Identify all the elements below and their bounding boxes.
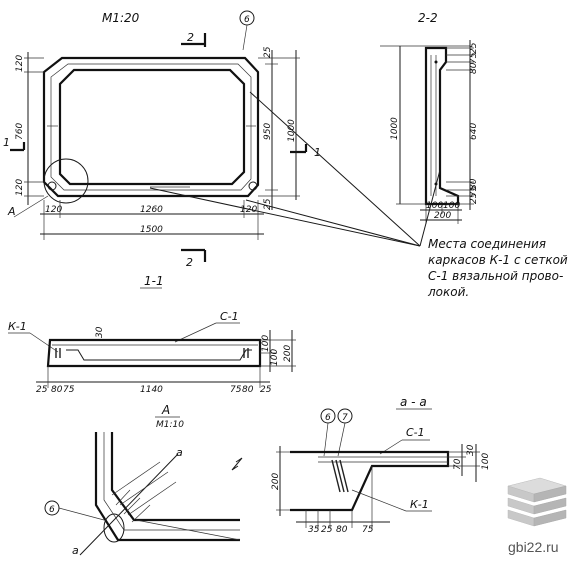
detail-a-scale: М1:10	[156, 420, 184, 430]
section-a-a-dim-b3: 75	[362, 525, 374, 535]
section-a-a-dim-70: 70	[453, 458, 463, 470]
note-line-1: Места соединения	[428, 237, 546, 251]
section-2-2-dim-80-top: 80	[469, 62, 479, 74]
plan-inner-outline	[58, 68, 246, 186]
stack-icon	[507, 477, 567, 527]
section-1-1-dim-b0: 25	[36, 385, 48, 395]
connection-note: Места соединения каркасов К-1 с сеткой С…	[149, 91, 568, 299]
detail-a-cut-top: а	[176, 446, 183, 459]
section-1-1-dim-b4: 75	[230, 385, 242, 395]
plan-dim-120-bl: 120	[45, 205, 62, 215]
detail-a-cut-bottom: а	[72, 544, 79, 557]
plan-dim-120-bottom: 120	[15, 179, 25, 196]
detail-a: А М1:10 а а 6	[44, 403, 243, 557]
section-2-2-dim-75-bot: 75	[469, 185, 479, 197]
plan-outer-outline	[42, 56, 260, 198]
weld-zone	[111, 461, 177, 523]
section-1-1-title: 1-1	[144, 274, 164, 288]
section-2-2: 2-2 1000 25 75 80 640 80 75 25 100 10	[380, 11, 479, 224]
section-2-2-outline	[424, 46, 460, 206]
plan-cut-1-left: 1	[3, 136, 10, 149]
detail-a-title: А	[161, 403, 170, 417]
section-a-a-dim-b1: 25	[321, 525, 333, 535]
section-a-a-label-k1: К-1	[410, 498, 429, 511]
section-1-1-dim-b6: 25	[260, 385, 272, 395]
section-a-a-outline	[290, 450, 450, 512]
section-2-2-dim-1000: 1000	[390, 117, 400, 140]
section-a-a-marker-7: 7	[342, 413, 348, 423]
section-1-1-dim-100a: 100	[261, 335, 271, 352]
section-2-2-dim-25-top: 25	[469, 42, 479, 54]
note-line-2: каркасов К-1 с сеткой	[428, 253, 568, 267]
plan-detail-a: А	[7, 205, 16, 218]
section-1-1-dim-200: 200	[283, 345, 293, 362]
section-2-2-title: 2-2	[418, 11, 438, 25]
section-2-2-dim-75-top: 75	[469, 52, 479, 64]
section-a-a-dim-30: 30	[466, 444, 476, 456]
section-2-2-dim-25-bot: 25	[469, 192, 479, 204]
section-a-a-dim-100: 100	[481, 453, 491, 470]
detail-a-marker-6: 6	[49, 505, 55, 515]
note-line-3: С-1 вязальной прово-	[428, 269, 563, 283]
section-a-a-dim-b2: 80	[336, 525, 348, 535]
plan-dim-950: 950	[263, 123, 273, 140]
section-2-2-dim-80-bot: 80	[469, 178, 479, 190]
section-1-1-dim-100b: 100	[270, 349, 280, 366]
watermark-logo: gbi22.ru	[507, 477, 567, 555]
section-a-a-dim-200: 200	[271, 473, 281, 490]
plan-cut-2-bottom: 2	[186, 256, 193, 269]
watermark-text: gbi22.ru	[508, 539, 559, 555]
plan-dim-1260: 1260	[140, 205, 163, 215]
section-1-1: 1-1 К-1 С-1 30 100 100 200 25 80 75 1140	[8, 274, 296, 395]
plan-scale: М1:20	[102, 11, 140, 25]
section-2-2-dim-200: 200	[434, 211, 451, 221]
section-a-a: а - а 6 7 С-1 К-1 200 30 70 100	[271, 395, 491, 535]
section-2-2-dim-100-right: 100	[443, 201, 460, 211]
section-1-1-label-c1: С-1	[220, 310, 239, 323]
section-a-a-marker-6: 6	[325, 413, 331, 423]
section-1-1-dim-30: 30	[95, 326, 105, 338]
plan-marker-6: 6	[244, 15, 250, 25]
plan-view: М1:20 6 2 А 1 1 120 76	[3, 10, 321, 269]
section-a-a-title: а - а	[400, 395, 427, 409]
plan-dim-120-br: 120	[240, 205, 257, 215]
plan-dim-25-top: 25	[263, 46, 273, 58]
section-a-a-dim-b0: 35	[308, 525, 320, 535]
plan-dim-25-bottom: 25	[263, 198, 273, 210]
section-1-1-dim-b1: 80	[51, 385, 63, 395]
plan-dim-1500: 1500	[140, 225, 163, 235]
detail-a-circle	[43, 158, 89, 204]
plan-cut-2-top: 2	[187, 31, 194, 44]
section-2-2-dim-640: 640	[469, 123, 479, 140]
plan-dim-120-top: 120	[15, 55, 25, 72]
note-line-4: локой.	[427, 285, 469, 299]
section-1-1-dim-b2: 75	[63, 385, 75, 395]
section-1-1-dim-b5: 80	[242, 385, 254, 395]
section-1-1-dim-b3: 1140	[140, 385, 163, 395]
plan-dim-760: 760	[15, 123, 25, 140]
section-a-a-label-c1: С-1	[406, 426, 425, 439]
section-2-2-dim-100-left: 100	[426, 201, 443, 211]
section-1-1-label-k1: К-1	[8, 320, 27, 333]
